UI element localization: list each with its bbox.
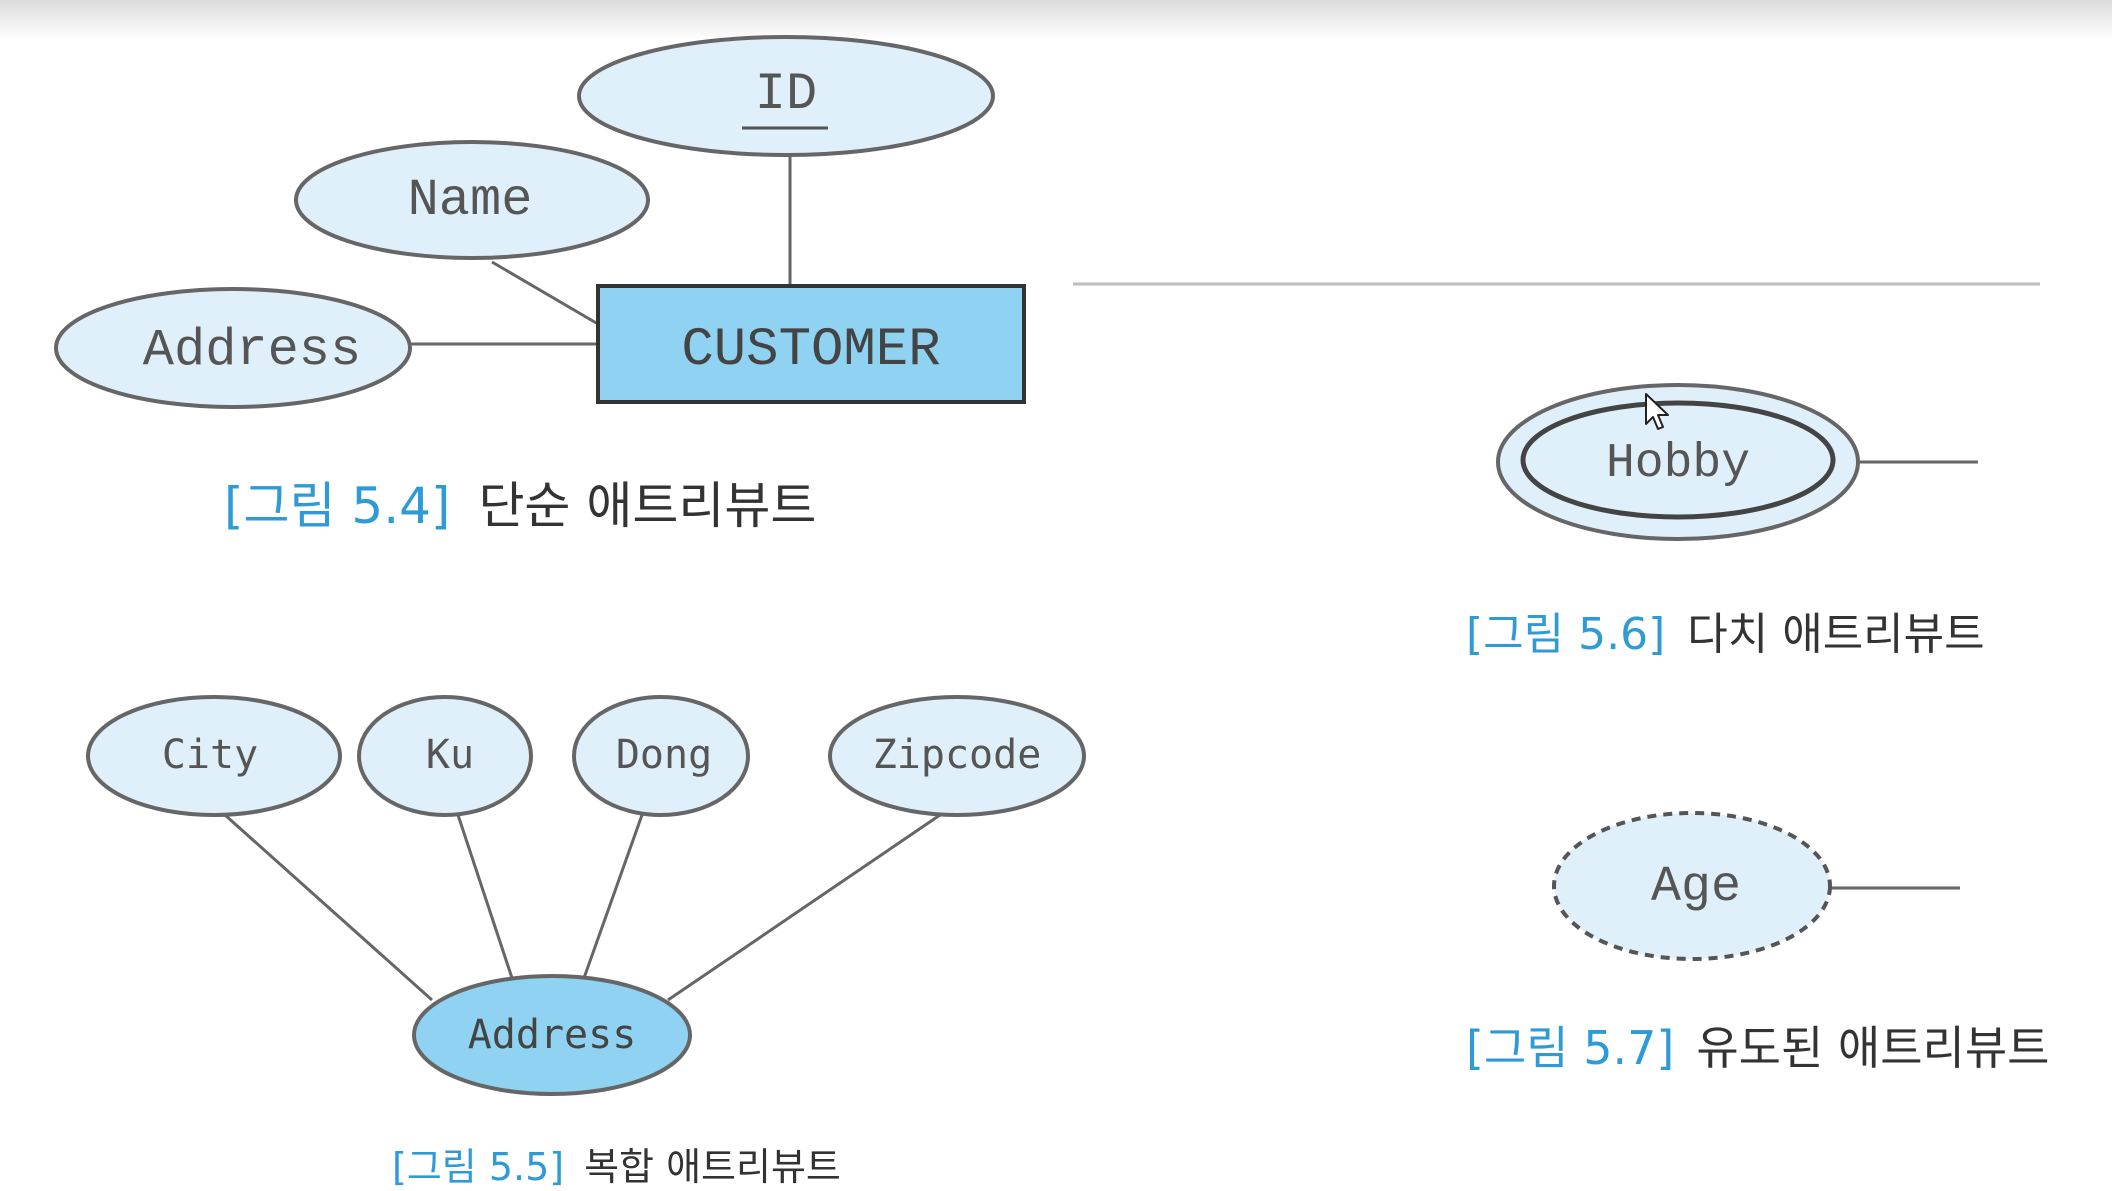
- entity-customer-label: CUSTOMER: [681, 320, 940, 381]
- figure-5-4: ID Name Address CUSTOMER: [54, 35, 1026, 409]
- caption-figure-5-7-ref: [그림 5.7]: [1466, 1021, 1675, 1075]
- connector-dong: [582, 814, 644, 979]
- attribute-dong: [572, 695, 750, 817]
- attribute-id-label: ID: [755, 65, 817, 124]
- caption-figure-5-6-ref: [그림 5.6]: [1466, 609, 1666, 660]
- connector-city: [224, 813, 433, 1002]
- caption-figure-5-6: [그림 5.6] 다치 애트리뷰트: [1466, 598, 1985, 662]
- attribute-name-label: Name: [408, 171, 533, 230]
- attribute-ku: [357, 695, 533, 817]
- entity-customer: [596, 284, 1026, 404]
- attribute-hobby-inner: [1520, 400, 1836, 520]
- attribute-composite-address-label: Address: [468, 1012, 637, 1058]
- attribute-zipcode: [828, 695, 1086, 817]
- attribute-id: [577, 35, 995, 157]
- connector-ku: [456, 814, 514, 979]
- caption-figure-5-5-text: 복합 애트리뷰트: [584, 1145, 841, 1189]
- caption-figure-5-4: [그림 5.4] 단순 애트리뷰트: [224, 466, 816, 538]
- attribute-city-label: City: [162, 732, 258, 778]
- attribute-zipcode-label: Zipcode: [873, 732, 1042, 778]
- attribute-city: [86, 695, 342, 817]
- attribute-ku-label: Ku: [426, 732, 474, 778]
- attribute-age: [1552, 811, 1832, 961]
- caption-figure-5-7-text: 유도된 애트리뷰트: [1696, 1021, 2050, 1075]
- mouse-pointer-icon: [1645, 393, 1669, 430]
- figure-5-6: Hobby: [1496, 383, 1978, 541]
- connector-zipcode: [667, 813, 941, 1002]
- caption-figure-5-4-text: 단순 애트리뷰트: [478, 477, 817, 535]
- caption-figure-5-5: [그림 5.5] 복합 애트리뷰트: [392, 1136, 841, 1191]
- attribute-address: [54, 287, 412, 409]
- attribute-name: [294, 140, 650, 260]
- caption-figure-5-6-text: 다치 애트리뷰트: [1687, 609, 1985, 660]
- attribute-address-label: Address: [143, 321, 361, 380]
- connector-name: [491, 260, 599, 326]
- figure-5-5: City Ku Dong Zipcode Address: [86, 695, 1086, 1096]
- caption-figure-5-5-ref: [그림 5.5]: [392, 1145, 565, 1189]
- figure-5-7: Age: [1552, 811, 1960, 961]
- attribute-composite-address: [412, 974, 692, 1096]
- top-shadow: [0, 0, 2112, 40]
- caption-figure-5-4-ref: [그림 5.4]: [224, 477, 451, 535]
- attribute-dong-label: Dong: [616, 732, 712, 778]
- attribute-age-label: Age: [1651, 859, 1741, 916]
- attribute-hobby-label: Hobby: [1606, 437, 1750, 491]
- caption-figure-5-7: [그림 5.7] 유도된 애트리뷰트: [1466, 1012, 2050, 1078]
